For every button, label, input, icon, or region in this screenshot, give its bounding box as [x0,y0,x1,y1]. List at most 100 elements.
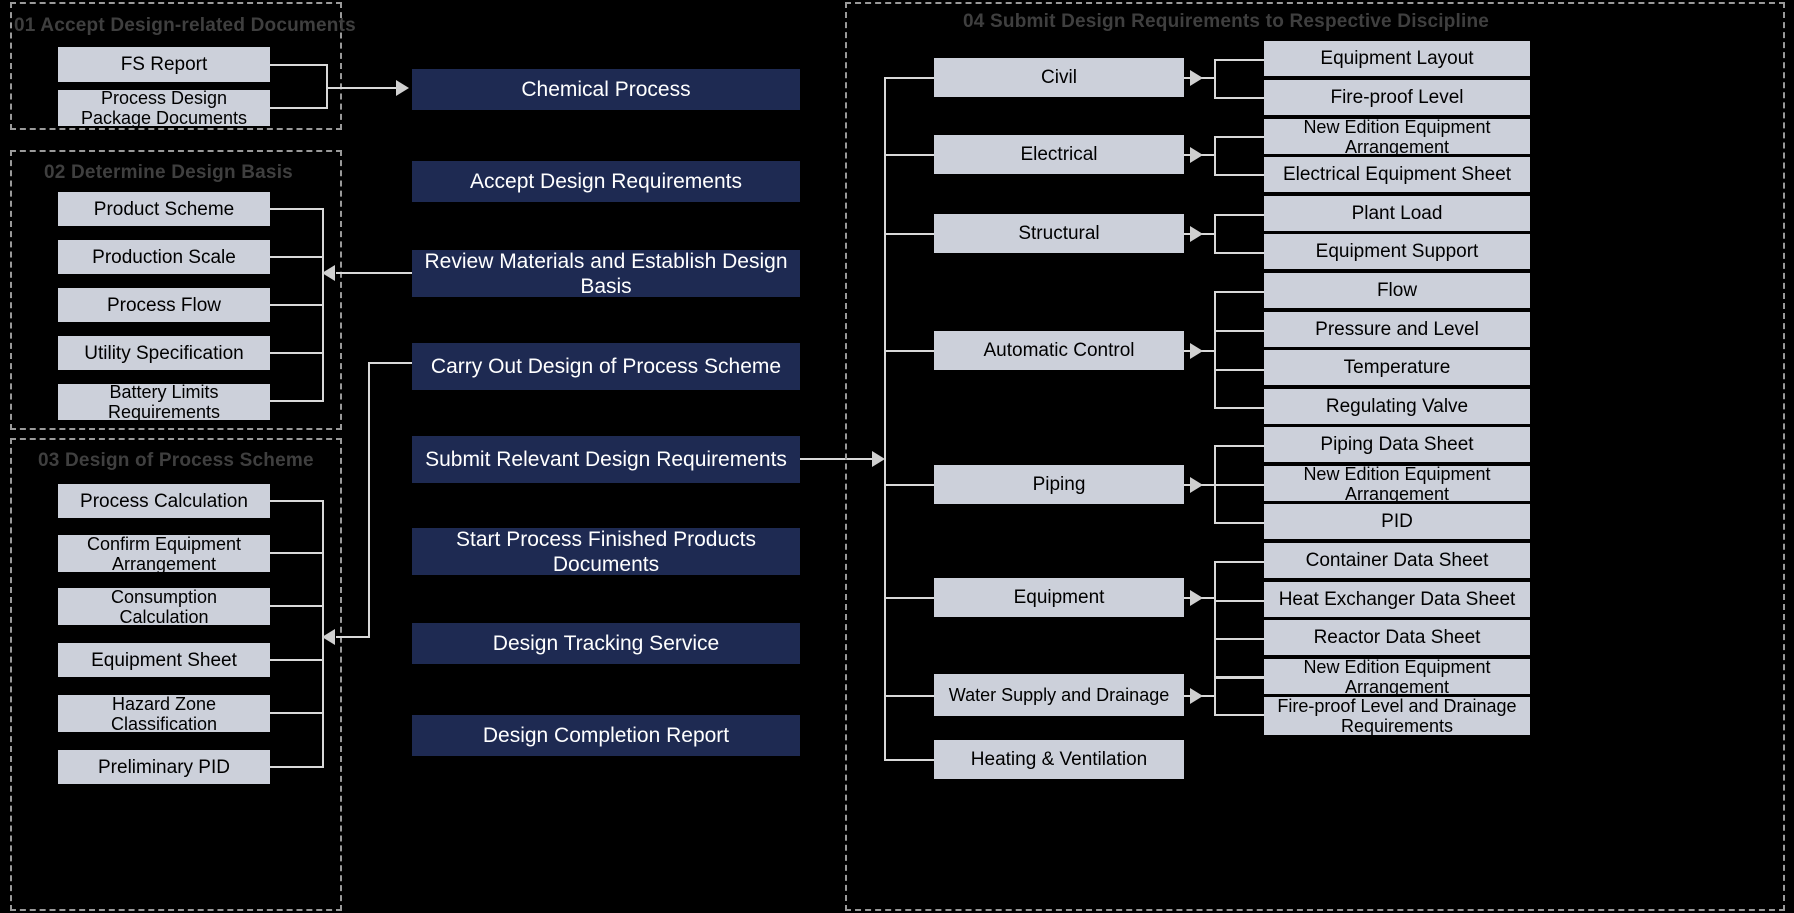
arrowhead-structural [1190,226,1203,242]
bracket-electrical [1214,136,1216,176]
g03-link-3 [270,605,324,607]
g04-stub-structural [884,233,934,235]
bracket-ac-2 [1214,330,1264,332]
bracket-ac-3 [1214,369,1264,371]
g03-riser [368,362,370,638]
step-chemical-process[interactable]: Chemical Process [412,69,800,110]
step-design-tracking-service[interactable]: Design Tracking Service [412,623,800,664]
deliverable-new-edition-equipment-arrangement-1[interactable]: New Edition Equipment Arrangement [1264,119,1530,154]
box-process-calculation[interactable]: Process Calculation [58,484,270,518]
discipline-piping[interactable]: Piping [934,465,1184,504]
deliverable-pressure-and-level[interactable]: Pressure and Level [1264,312,1530,347]
g01-arrowhead [396,80,409,96]
bracket-electrical-top [1214,136,1264,138]
g04-stub-equipment [884,597,934,599]
discipline-equipment[interactable]: Equipment [934,578,1184,617]
discipline-structural[interactable]: Structural [934,214,1184,253]
g03-link-6 [270,766,324,768]
g04-stub-heating-ventilation [884,759,934,761]
arrowhead-automatic-control [1190,343,1203,359]
bracket-automatic-control [1214,291,1216,408]
bracket-civil [1214,59,1216,99]
box-process-flow[interactable]: Process Flow [58,288,270,322]
box-process-design-package-documents[interactable]: Process Design Package Documents [58,90,270,126]
g04-spine [884,77,886,760]
discipline-heating-ventilation[interactable]: Heating & Ventilation [934,740,1184,779]
step-carry-out-design-of-process-scheme[interactable]: Carry Out Design of Process Scheme [412,343,800,390]
deliverable-temperature[interactable]: Temperature [1264,350,1530,385]
arrowhead-equipment [1190,590,1203,606]
box-fs-report[interactable]: FS Report [58,47,270,82]
g03-link-4 [270,659,324,661]
g04-stub-water-supply [884,695,934,697]
arrowhead-electrical [1190,147,1203,163]
arrowhead-civil [1190,70,1203,86]
bracket-structural-top [1214,214,1264,216]
step-submit-relevant-design-requirements[interactable]: Submit Relevant Design Requirements [412,436,800,483]
box-product-scheme[interactable]: Product Scheme [58,192,270,226]
discipline-electrical[interactable]: Electrical [934,135,1184,174]
g03-link-5 [270,712,324,714]
bracket-ws-bottom [1214,714,1264,716]
box-confirm-equipment-arrangement[interactable]: Confirm Equipment Arrangement [58,535,270,572]
group-01-container [10,2,342,130]
g04-stub-piping [884,484,934,486]
deliverable-new-edition-equipment-arrangement-2[interactable]: New Edition Equipment Arrangement [1264,466,1530,501]
deliverable-new-edition-equipment-arrangement-3[interactable]: New Edition Equipment Arrangement [1264,659,1530,694]
center-to-g04 [800,458,880,460]
bracket-eq-1 [1214,561,1264,563]
deliverable-equipment-layout[interactable]: Equipment Layout [1264,41,1530,76]
g01-link-top [270,64,328,66]
deliverable-equipment-support[interactable]: Equipment Support [1264,234,1530,269]
box-utility-specification[interactable]: Utility Specification [58,336,270,370]
g02-link-5 [270,400,324,402]
deliverable-plant-load[interactable]: Plant Load [1264,196,1530,231]
step-start-process-finished-products-documents[interactable]: Start Process Finished Products Document… [412,528,800,575]
group-03-container [10,438,342,911]
g01-link-bottom [270,107,328,109]
deliverable-electrical-equipment-sheet[interactable]: Electrical Equipment Sheet [1264,157,1530,192]
bracket-civil-bottom [1214,97,1264,99]
bracket-eq-4 [1214,677,1264,679]
deliverable-pid[interactable]: PID [1264,504,1530,539]
deliverable-reactor-data-sheet[interactable]: Reactor Data Sheet [1264,620,1530,655]
discipline-water-supply-and-drainage[interactable]: Water Supply and Drainage [934,674,1184,716]
bracket-ws-top [1214,676,1264,678]
deliverable-fire-proof-level-and-drainage-requirements[interactable]: Fire-proof Level and Drainage Requiremen… [1264,697,1530,735]
group-01-title: 01 Accept Design-related Documents [14,15,356,36]
deliverable-fire-proof-level[interactable]: Fire-proof Level [1264,80,1530,115]
box-equipment-sheet[interactable]: Equipment Sheet [58,643,270,677]
box-consumption-calculation[interactable]: Consumption Calculation [58,588,270,625]
g03-link-2 [270,552,324,554]
discipline-civil[interactable]: Civil [934,58,1184,97]
g03-riser-top [368,362,412,364]
deliverable-heat-exchanger-data-sheet[interactable]: Heat Exchanger Data Sheet [1264,582,1530,617]
bracket-eq-2 [1214,600,1264,602]
discipline-automatic-control[interactable]: Automatic Control [934,331,1184,370]
deliverable-regulating-valve[interactable]: Regulating Valve [1264,389,1530,424]
bracket-piping-1 [1214,445,1264,447]
bracket-structural [1214,214,1216,254]
g02-to-review [336,272,412,274]
box-battery-limits-requirements[interactable]: Battery Limits Requirements [58,384,270,420]
g02-link-4 [270,352,324,354]
bracket-water-supply [1214,676,1216,716]
bracket-civil-top [1214,59,1264,61]
deliverable-container-data-sheet[interactable]: Container Data Sheet [1264,543,1530,578]
bracket-electrical-bottom [1214,174,1264,176]
g02-link-3 [270,304,324,306]
box-preliminary-pid[interactable]: Preliminary PID [58,750,270,784]
step-accept-design-requirements[interactable]: Accept Design Requirements [412,161,800,202]
box-hazard-zone-classification[interactable]: Hazard Zone Classification [58,695,270,732]
box-production-scale[interactable]: Production Scale [58,240,270,274]
step-design-completion-report[interactable]: Design Completion Report [412,715,800,756]
g03-to-tracking [336,636,370,638]
g01-to-chemical-process [326,87,398,89]
group-02-container [10,150,342,430]
deliverable-piping-data-sheet[interactable]: Piping Data Sheet [1264,427,1530,462]
deliverable-flow[interactable]: Flow [1264,273,1530,308]
arrowhead-piping [1190,477,1203,493]
step-review-materials-establish-design-basis[interactable]: Review Materials and Establish Design Ba… [412,250,800,297]
g01-bracket [326,64,328,109]
